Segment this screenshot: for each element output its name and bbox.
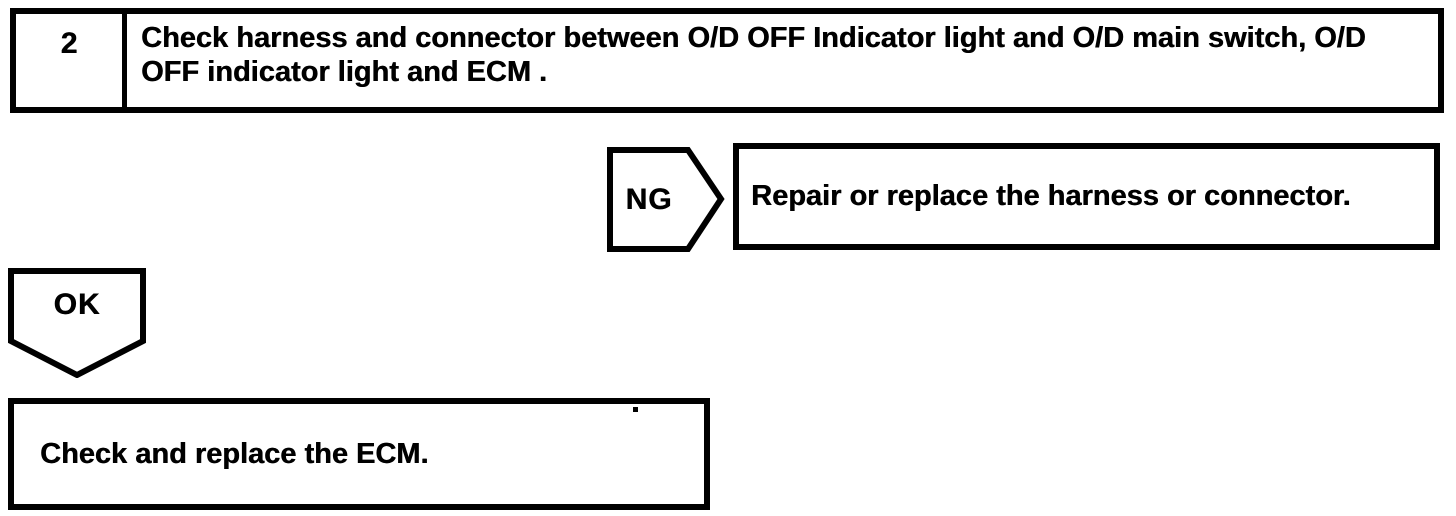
ng-result-arrow: NG	[607, 147, 725, 252]
ng-action-text: Repair or replace the harness or connect…	[751, 180, 1351, 212]
ng-pentagon-icon	[607, 147, 725, 252]
ok-action-text: Check and replace the ECM.	[40, 437, 429, 470]
step-box: 2 Check harness and connector between O/…	[10, 8, 1444, 113]
scan-artifact-dot	[633, 407, 638, 412]
ok-pentagon-icon	[8, 268, 146, 378]
ng-action-box: Repair or replace the harness or connect…	[733, 143, 1440, 250]
step-instruction-cell: Check harness and connector between O/D …	[127, 14, 1438, 107]
ok-result-arrow: OK	[8, 268, 146, 378]
ok-pentagon-shape	[8, 268, 146, 378]
step-instruction-text: Check harness and connector between O/D …	[141, 22, 1366, 88]
ng-label: NG	[625, 182, 673, 216]
step-number-cell: 2	[16, 14, 127, 107]
ok-label: OK	[53, 288, 101, 321]
ng-pentagon-shape	[607, 147, 725, 252]
step-number: 2	[60, 27, 78, 60]
ok-action-box: Check and replace the ECM.	[8, 398, 710, 510]
